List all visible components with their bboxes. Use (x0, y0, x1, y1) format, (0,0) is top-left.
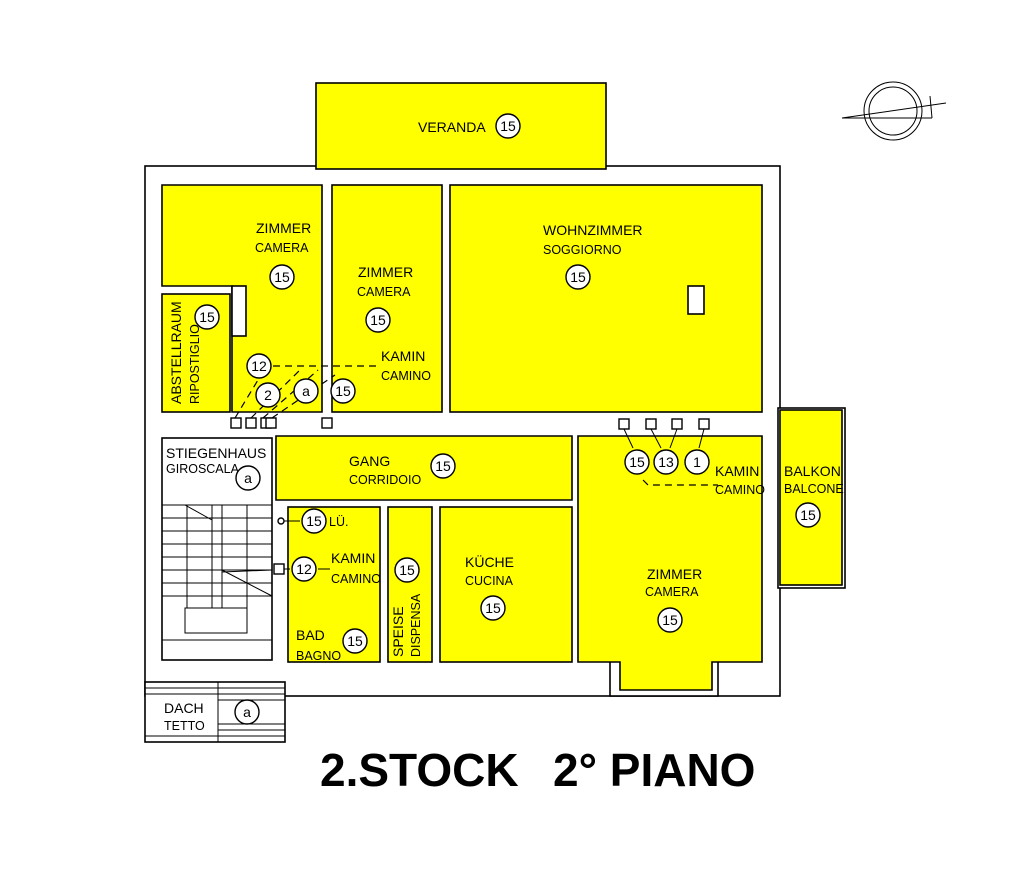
chimney-leaders (234, 365, 718, 570)
chimney-marker: 12 (291, 556, 317, 582)
svg-text:a: a (243, 704, 251, 720)
zimmer-se-label-de: ZIMMER (647, 566, 702, 582)
room-wohnzimmer (449, 184, 763, 413)
svg-text:15: 15 (662, 612, 678, 628)
gang-label-de: GANG (349, 453, 390, 469)
svg-text:12: 12 (251, 358, 267, 374)
zimmer-nw-label-it: CAMERA (255, 241, 309, 255)
room-number-marker: 15 (430, 453, 456, 479)
svg-text:a: a (244, 470, 252, 486)
dach-label-it: TETTO (164, 719, 205, 733)
gang-label-it: CORRIDOIO (349, 473, 422, 487)
north-arrow-icon (841, 81, 947, 141)
staircase (161, 504, 273, 641)
room-number-marker: 15 (269, 264, 295, 290)
kamin-bad-label-it: CAMINO (331, 572, 381, 586)
room-number-marker: 15 (795, 502, 821, 528)
room-number-marker: 15 (394, 557, 420, 583)
room-speise (387, 506, 433, 663)
kueche-label-it: CUCINA (465, 574, 514, 588)
veranda-label: VERANDA (418, 119, 486, 135)
room-number-marker: 15 (565, 264, 591, 290)
svg-text:15: 15 (435, 458, 451, 474)
kamin-bad-label-de: KAMIN (331, 550, 375, 566)
room-zimmer-se (577, 435, 763, 691)
vent-label: LÜ. (329, 515, 348, 529)
kamin-west-label-de: KAMIN (381, 348, 425, 364)
svg-text:15: 15 (500, 118, 516, 134)
stiegenhaus-label-de: STIEGENHAUS (166, 445, 266, 461)
svg-text:15: 15 (570, 269, 586, 285)
chimney-flues (230, 417, 710, 575)
svg-text:15: 15 (800, 507, 816, 523)
room-number-marker: 15 (657, 607, 683, 633)
abstellraum-label-de: ABSTELLRAUM (168, 301, 184, 404)
svg-text:15: 15 (306, 513, 322, 529)
zimmer-se-label-it: CAMERA (645, 585, 699, 599)
svg-text:a: a (302, 383, 310, 399)
bad-label-it: BAGNO (296, 649, 341, 663)
room-number-marker: 15 (495, 113, 521, 139)
kamin-east-label-it: CAMINO (715, 483, 765, 497)
room-kueche (439, 506, 573, 663)
chimney-marker: 15 (330, 378, 356, 404)
wall-stub (231, 285, 247, 337)
room-zimmer-n (331, 184, 443, 413)
speise-label-it: DISPENSA (409, 593, 423, 657)
room-number-marker: 15 (194, 304, 220, 330)
zimmer-n-label-it: CAMERA (357, 285, 411, 299)
svg-text:15: 15 (399, 562, 415, 578)
svg-text:13: 13 (658, 454, 674, 470)
chimney-marker: 15 (624, 449, 650, 475)
stiegenhaus-label-it: GIROSCALA (166, 462, 240, 476)
balkon-label-it: BALCONE (784, 482, 844, 496)
kueche-label-de: KÜCHE (465, 553, 514, 570)
kamin-east-label-de: KAMIN (715, 463, 759, 479)
svg-text:15: 15 (629, 454, 645, 470)
svg-text:2: 2 (264, 387, 272, 403)
chimney-marker: a (293, 378, 319, 404)
column (687, 285, 705, 315)
svg-text:15: 15 (274, 269, 290, 285)
chimney-marker: 13 (653, 449, 679, 475)
room-gang (275, 435, 573, 501)
zimmer-n-label-de: ZIMMER (358, 264, 413, 280)
abstellraum-label-it: RIPOSTIGLIO (188, 324, 202, 404)
chimney-marker: 1 (684, 449, 710, 475)
room-number-marker: 15 (480, 595, 506, 621)
svg-text:1: 1 (693, 454, 701, 470)
svg-text:15: 15 (347, 633, 363, 649)
floor-title-de: 2.STOCK (320, 744, 519, 796)
zimmer-nw-label-de: ZIMMER (256, 220, 311, 236)
room-number-marker: 15 (342, 628, 368, 654)
svg-text:12: 12 (296, 561, 312, 577)
room-balkon (779, 409, 843, 586)
dach-label-de: DACH (164, 700, 204, 716)
balkon-label-de: BALKON (784, 463, 841, 479)
svg-text:15: 15 (485, 600, 501, 616)
vent-marker: 15 (301, 508, 327, 534)
wohnzimmer-label-it: SOGGIORNO (543, 243, 622, 257)
floor-title-it: 2° PIANO (553, 744, 755, 796)
svg-text:15: 15 (370, 312, 386, 328)
svg-text:15: 15 (335, 383, 351, 399)
bad-label-de: BAD (296, 627, 325, 643)
chimney-marker: 12 (246, 353, 272, 379)
room-number-marker: a (234, 699, 260, 725)
wohnzimmer-label-de: WOHNZIMMER (543, 222, 643, 238)
svg-text:15: 15 (199, 309, 215, 325)
chimney-marker: 2 (255, 382, 281, 408)
dach-label-bg (162, 698, 204, 734)
kamin-west-label-it: CAMINO (381, 369, 431, 383)
room-veranda (315, 82, 607, 170)
room-number-marker: a (235, 465, 261, 491)
room-number-marker: 15 (365, 307, 391, 333)
speise-label-de: SPEISE (390, 606, 406, 657)
